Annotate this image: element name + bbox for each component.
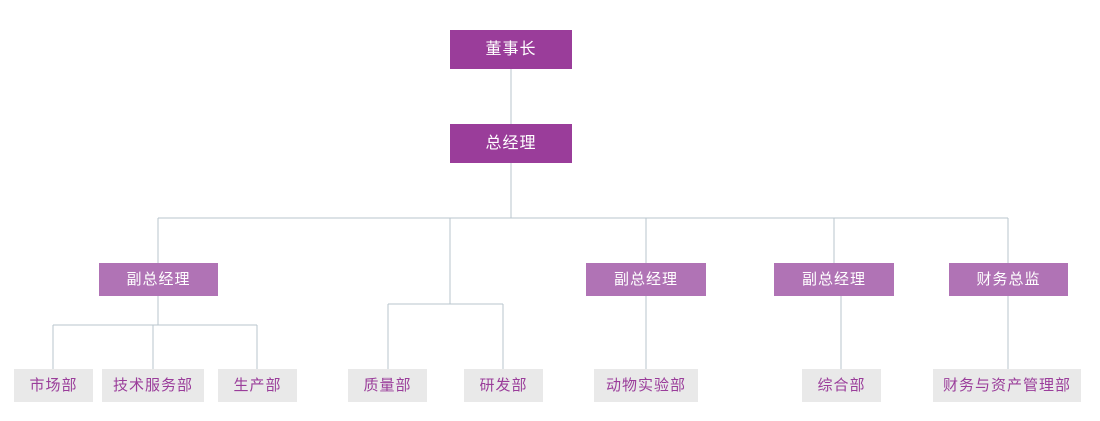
- node-vice-president-3-label: 副总经理: [801, 271, 866, 288]
- node-chairman[interactable]: 董事长: [450, 30, 572, 69]
- node-general-manager-label: 总经理: [485, 134, 537, 152]
- node-marketing-department-label: 市场部: [29, 377, 78, 394]
- node-quality-department[interactable]: 质量部: [348, 369, 427, 402]
- node-finance-director-label: 财务总监: [976, 271, 1041, 288]
- node-animal-laboratory-department[interactable]: 动物实验部: [594, 369, 698, 402]
- node-chairman-label: 董事长: [485, 40, 537, 58]
- node-general-affairs-department[interactable]: 综合部: [802, 369, 881, 402]
- node-finance-director[interactable]: 财务总监: [949, 263, 1068, 296]
- node-vice-president-1-label: 副总经理: [126, 271, 191, 288]
- node-vice-president-2[interactable]: 副总经理: [586, 263, 706, 296]
- node-animal-laboratory-department-label: 动物实验部: [605, 377, 686, 394]
- node-vice-president-2-label: 副总经理: [613, 271, 678, 288]
- node-rnd-department-label: 研发部: [479, 377, 528, 394]
- node-production-department-label: 生产部: [233, 377, 282, 394]
- node-technical-service-department[interactable]: 技术服务部: [102, 369, 204, 402]
- node-rnd-department[interactable]: 研发部: [464, 369, 543, 402]
- node-marketing-department[interactable]: 市场部: [14, 369, 93, 402]
- node-vice-president-3[interactable]: 副总经理: [774, 263, 894, 296]
- node-finance-asset-management-department[interactable]: 财务与资产管理部: [933, 369, 1081, 402]
- node-production-department[interactable]: 生产部: [218, 369, 297, 402]
- node-quality-department-label: 质量部: [363, 377, 412, 394]
- node-finance-asset-management-department-label: 财务与资产管理部: [942, 377, 1071, 394]
- node-vice-president-1[interactable]: 副总经理: [99, 263, 218, 296]
- node-technical-service-department-label: 技术服务部: [112, 377, 193, 394]
- node-general-affairs-department-label: 综合部: [817, 377, 866, 394]
- node-general-manager[interactable]: 总经理: [450, 124, 572, 163]
